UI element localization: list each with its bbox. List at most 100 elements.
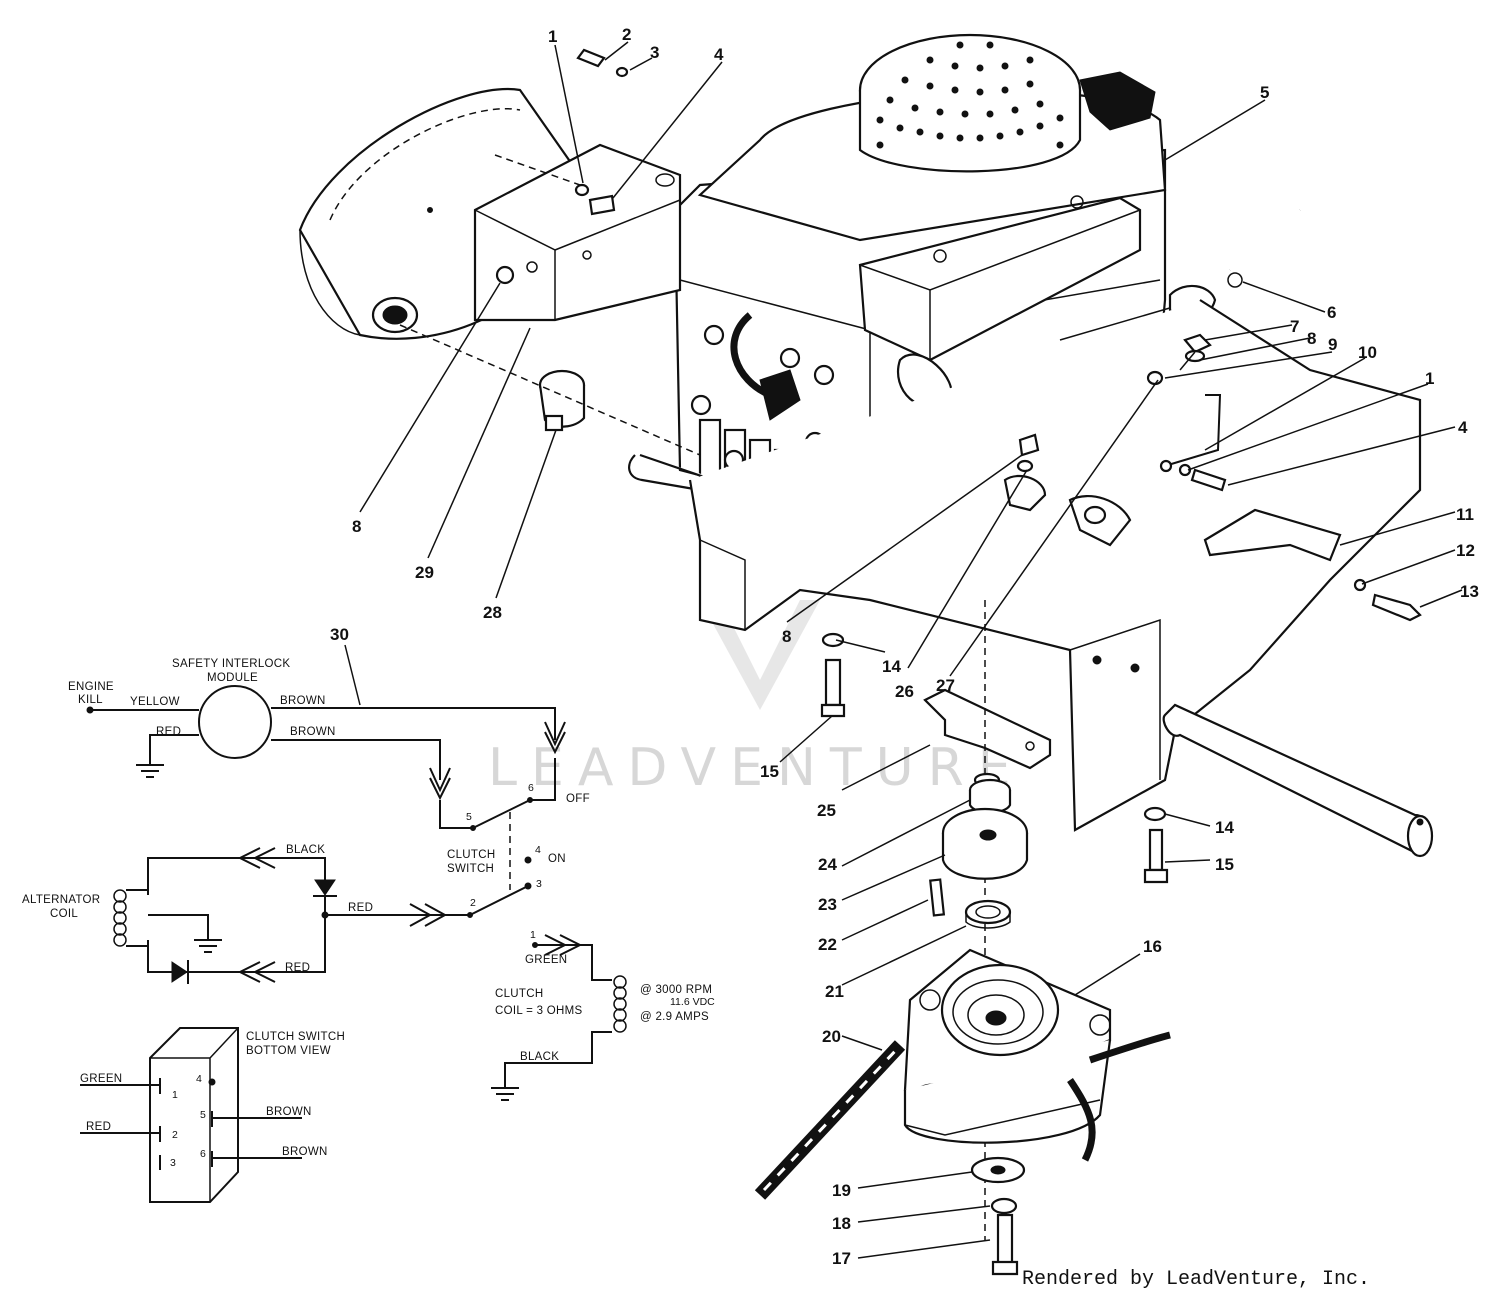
wiring-diagram xyxy=(80,644,627,1203)
label-kill: KILL xyxy=(78,694,103,706)
label-s1: 1 xyxy=(172,1089,178,1101)
label-coil-ohms: COIL = 3 OHMS xyxy=(495,1005,583,1017)
label-off: OFF xyxy=(566,793,590,805)
shield-bracket xyxy=(1203,508,1342,562)
watermark-text: LEADVENTURE xyxy=(488,738,1025,798)
label-red-top: RED xyxy=(156,726,181,738)
label-bottom-view: BOTTOM VIEW xyxy=(246,1045,331,1057)
label-on: ON xyxy=(548,853,566,865)
callout-18: 18 xyxy=(832,1214,851,1233)
label-t2: 2 xyxy=(470,897,476,909)
label-switch-bottom: CLUTCH SWITCH xyxy=(246,1031,345,1043)
callout-27: 27 xyxy=(936,676,955,695)
label-t5: 5 xyxy=(466,811,472,823)
alternator-coil xyxy=(113,889,222,953)
callout-8: 8 xyxy=(1307,329,1316,348)
label-clutch-coil: CLUTCH xyxy=(495,988,543,1000)
pulley-bracket xyxy=(923,688,1052,770)
label-yellow: YELLOW xyxy=(130,696,180,708)
callout-11: 11 xyxy=(1456,505,1474,524)
label-module: MODULE xyxy=(207,672,258,684)
label-brown-sw2: BROWN xyxy=(282,1146,328,1158)
callout-16: 16 xyxy=(1143,937,1162,956)
callout-13: 13 xyxy=(1460,582,1479,601)
screen-holes xyxy=(876,41,1064,149)
callout-4b: 4 xyxy=(1458,418,1468,437)
clutch-coil xyxy=(613,975,627,1033)
label-t3: 3 xyxy=(536,878,542,890)
callout-3: 3 xyxy=(650,43,659,62)
label-red-low: RED xyxy=(285,962,310,974)
label-brown-sw1: BROWN xyxy=(266,1106,312,1118)
rear-axle xyxy=(1162,703,1434,858)
bushing-21 xyxy=(964,899,1012,929)
callout-1b: 1 xyxy=(1425,369,1434,388)
spacer-24 xyxy=(968,778,1012,814)
callout-2: 2 xyxy=(622,25,631,44)
callout-26: 26 xyxy=(895,682,914,701)
callout-21: 21 xyxy=(825,982,844,1001)
callout-7: 7 xyxy=(1290,317,1299,336)
callout-9: 9 xyxy=(1328,335,1337,354)
callout-24: 24 xyxy=(818,855,837,874)
callout-14: 14 xyxy=(882,657,901,676)
label-engine: ENGINE xyxy=(68,681,114,693)
muffler-bracket xyxy=(473,143,682,322)
label-t6: 6 xyxy=(528,782,534,794)
callout-19: 19 xyxy=(832,1181,851,1200)
label-t4: 4 xyxy=(535,844,541,856)
engine-assembly xyxy=(673,33,1217,522)
label-black-low: BLACK xyxy=(520,1051,559,1063)
label-red-mid: RED xyxy=(348,902,373,914)
callout-8c: 8 xyxy=(782,627,791,646)
label-clutch-switch: CLUTCH xyxy=(447,849,495,861)
label-green-coil: GREEN xyxy=(525,954,567,966)
label-green-sw: GREEN xyxy=(80,1073,122,1085)
label-rpm: @ 3000 RPM xyxy=(640,984,712,996)
callout-8b: 8 xyxy=(352,517,361,536)
label-s4: 4 xyxy=(196,1073,202,1085)
label-black-top: BLACK xyxy=(286,844,325,856)
label-brown-mid: BROWN xyxy=(290,726,336,738)
label-switch: SWITCH xyxy=(447,863,494,875)
label-alternator: ALTERNATOR xyxy=(22,894,100,906)
callout-12: 12 xyxy=(1456,541,1475,560)
callout-6: 6 xyxy=(1327,303,1336,322)
pulley-23 xyxy=(941,807,1029,880)
callout-4: 4 xyxy=(714,45,724,64)
label-safety: SAFETY INTERLOCK xyxy=(172,658,290,670)
callout-25: 25 xyxy=(817,801,836,820)
callout-numbers: 1 2 3 4 5 6 7 8 9 10 1 4 11 12 13 8 29 2… xyxy=(330,25,1479,1268)
callout-17: 17 xyxy=(832,1249,851,1268)
callout-30: 30 xyxy=(330,625,349,644)
callout-15b: 15 xyxy=(1215,855,1234,874)
wiring-labels: ENGINE KILL SAFETY INTERLOCK MODULE YELL… xyxy=(22,658,715,1169)
rendered-by-footer: Rendered by LeadVenture, Inc. xyxy=(1022,1268,1370,1291)
callout-20: 20 xyxy=(822,1027,841,1046)
exhaust-clamp xyxy=(538,369,586,432)
callout-22: 22 xyxy=(818,935,837,954)
label-s6: 6 xyxy=(200,1148,206,1160)
label-s3: 3 xyxy=(170,1157,176,1169)
label-amps: @ 2.9 AMPS xyxy=(640,1011,709,1023)
leader-lines xyxy=(359,41,1463,1259)
label-s2: 2 xyxy=(172,1129,178,1141)
label-red-sw: RED xyxy=(86,1121,111,1133)
callout-14b: 14 xyxy=(1215,818,1234,837)
clutch-switch-bottom-view xyxy=(80,1027,302,1203)
callout-10: 10 xyxy=(1358,343,1377,362)
safety-interlock-module xyxy=(198,685,272,759)
electric-clutch xyxy=(903,948,1112,1144)
label-t1: 1 xyxy=(530,929,536,941)
callout-29: 29 xyxy=(415,563,434,582)
label-vdc: 11.6 VDC xyxy=(670,996,715,1008)
label-brown-top: BROWN xyxy=(280,695,326,707)
callout-1: 1 xyxy=(548,27,557,46)
callout-23: 23 xyxy=(818,895,837,914)
callout-15: 15 xyxy=(760,762,779,781)
starter-handle xyxy=(1079,71,1156,131)
callout-5: 5 xyxy=(1260,83,1269,102)
label-s5: 5 xyxy=(200,1109,206,1121)
